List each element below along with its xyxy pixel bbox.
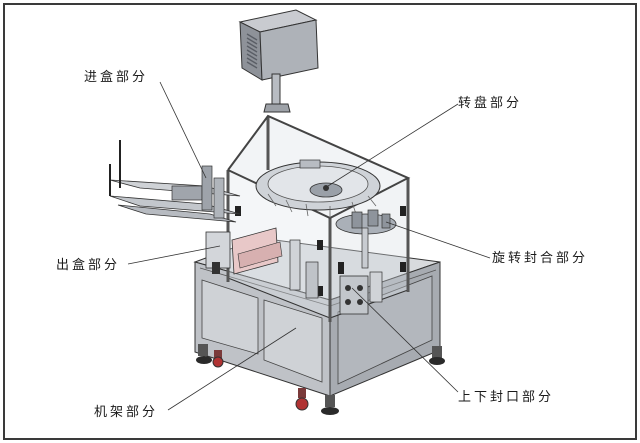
updown-sealing-unit bbox=[289, 239, 383, 315]
turntable bbox=[255, 159, 381, 218]
label-updown-seal: 上下封口部分 bbox=[458, 390, 555, 405]
caster-wheels bbox=[196, 344, 445, 415]
label-turntable: 转盘部分 bbox=[458, 96, 523, 111]
control-box bbox=[238, 9, 319, 113]
leader-lines bbox=[127, 81, 491, 411]
label-rotary-seal: 旋转封合部分 bbox=[492, 251, 589, 266]
label-frame: 机架部分 bbox=[94, 405, 159, 420]
label-infeed: 进盒部分 bbox=[84, 70, 149, 85]
rotary-sealing-unit bbox=[335, 209, 397, 269]
infeed-conveyor bbox=[109, 140, 241, 223]
outfeed-unit bbox=[205, 227, 283, 275]
label-outfeed: 出盒部分 bbox=[56, 258, 121, 273]
